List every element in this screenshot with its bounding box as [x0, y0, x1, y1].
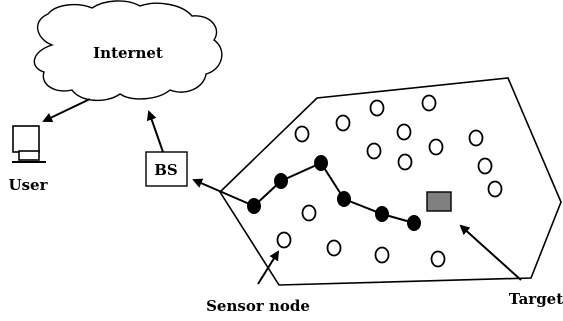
base-station-label: BS	[154, 161, 178, 179]
target-label: Target	[509, 290, 563, 308]
sensor-node	[396, 123, 412, 141]
user-label: User	[9, 176, 49, 194]
active-node	[274, 173, 288, 189]
sensor-node	[428, 138, 444, 156]
sensor-node	[468, 129, 484, 147]
idle-nodes	[276, 94, 503, 268]
sensor-node	[397, 153, 413, 171]
target-arrow	[459, 224, 522, 281]
bs-to-internet-arrow	[146, 110, 164, 153]
sensor-node-arrow	[257, 250, 280, 285]
internet-to-user-arrow	[42, 98, 91, 123]
active-node	[314, 155, 328, 171]
active-node	[337, 191, 351, 207]
sensor-node	[326, 239, 342, 257]
sensor-field	[218, 77, 562, 286]
sensor-node	[301, 204, 317, 222]
sensor-node	[477, 157, 493, 175]
internet-cloud	[33, 0, 223, 101]
sensor-node	[294, 125, 310, 143]
computer-icon	[12, 125, 46, 163]
sensor-node	[335, 114, 351, 132]
sensor-node-label: Sensor node	[206, 297, 310, 315]
active-node	[375, 206, 389, 222]
sensor-node	[369, 99, 385, 117]
sensor-node	[421, 94, 437, 112]
internet-label: Internet	[93, 44, 163, 62]
sensor-node	[430, 250, 446, 268]
active-nodes	[247, 155, 421, 231]
active-node	[247, 198, 261, 214]
sensor-node	[487, 180, 503, 198]
sensor-node	[374, 246, 390, 264]
path-to-bs-arrow	[192, 178, 255, 207]
sensor-node	[366, 142, 382, 160]
base-station-box	[145, 151, 188, 187]
sensor-node	[276, 231, 292, 249]
target-marker	[426, 191, 452, 212]
active-node	[407, 215, 421, 231]
